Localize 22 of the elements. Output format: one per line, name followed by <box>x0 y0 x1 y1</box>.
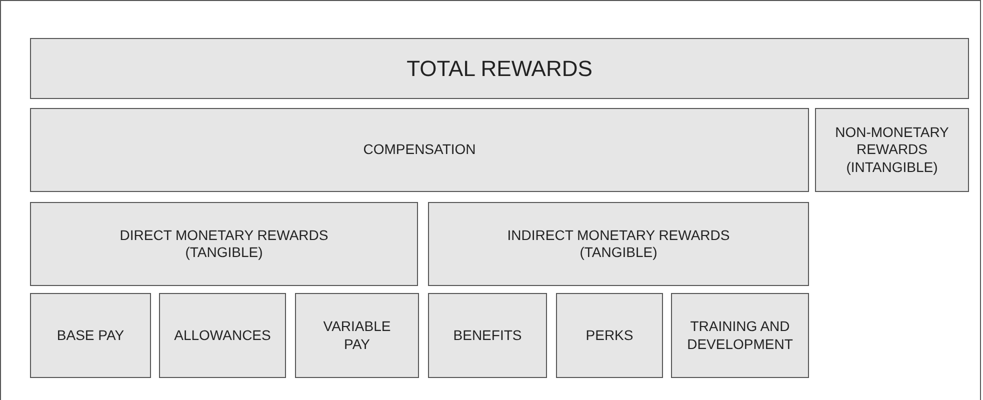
box-label: COMPENSATION <box>363 141 476 159</box>
category-box <box>30 108 809 192</box>
box-label: PERKS <box>586 326 634 344</box>
box-label: INDIRECT MONETARY REWARDS (TANGIBLE) <box>506 226 731 262</box>
category-box <box>428 293 547 378</box>
category-box <box>159 293 286 378</box>
category-box <box>30 293 151 378</box>
box-label: BASE PAY <box>56 326 124 344</box>
box-label: VARIABLE PAY <box>322 318 392 353</box>
box-label: TOTAL REWARDS <box>406 54 592 82</box>
box-label: TRAINING AND DEVELOPMENT <box>686 318 794 353</box>
box-label: ALLOWANCES <box>174 326 271 344</box>
category-box <box>295 293 419 378</box>
category-box <box>815 108 969 192</box>
box-label: BENEFITS <box>453 326 522 344</box>
category-box <box>428 202 809 286</box>
category-box <box>30 202 418 286</box>
box-label: DIRECT MONETARY REWARDS (TANGIBLE) <box>118 226 330 262</box>
category-box <box>556 293 663 378</box>
category-box <box>30 38 969 99</box>
box-label: NON-MONETARY REWARDS (INTANGIBLE) <box>834 124 950 176</box>
category-box <box>671 293 809 378</box>
